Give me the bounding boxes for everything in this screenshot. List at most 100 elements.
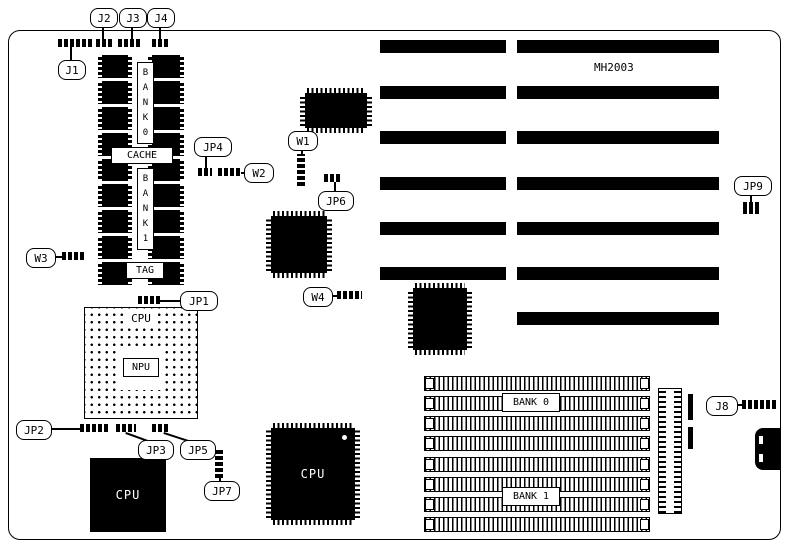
- dip-chip: [148, 158, 184, 182]
- cpu-chip-bottom-mid: CPU: [266, 423, 360, 525]
- pin1-marker-dot: [342, 435, 347, 440]
- leader-line-jp2: [50, 428, 80, 430]
- simm-socket: [424, 457, 650, 472]
- leader-line-j3: [131, 26, 133, 39]
- chip-pins: [415, 283, 465, 288]
- label-jp6: JP6: [318, 191, 354, 211]
- simm-bank0-label: BANK 0: [502, 393, 560, 412]
- connector-j8: [742, 400, 776, 409]
- dip-chip: [98, 210, 132, 234]
- connector-jp6: [324, 174, 342, 182]
- isa-slot-segment: [517, 312, 719, 325]
- npu-label: NPU: [123, 358, 159, 377]
- dip-chip: [148, 55, 184, 78]
- label-j1: J1: [58, 60, 86, 80]
- label-jp5: JP5: [180, 440, 216, 460]
- isa-slot-segment: [380, 267, 506, 280]
- dip-chip: [148, 236, 184, 260]
- connector-jp4: [198, 168, 212, 176]
- label-jp9: JP9: [734, 176, 772, 196]
- simm-socket: [424, 436, 650, 451]
- connector-w1: [297, 154, 305, 186]
- label-jp2: JP2: [16, 420, 52, 440]
- connector-jp7: [215, 450, 223, 478]
- chip-body: [271, 216, 327, 273]
- cpu-chip-text: CPU: [115, 488, 141, 502]
- simm-socket: [424, 416, 650, 431]
- tag-label: TAG: [126, 262, 164, 279]
- dip-chip: [98, 158, 132, 182]
- cache-label: CACHE: [111, 147, 173, 164]
- leader-line-jp9: [750, 194, 752, 202]
- chip-pins: [408, 290, 413, 348]
- simm-socket: [424, 376, 650, 391]
- chip-pins: [415, 350, 465, 355]
- dip-chip: [98, 55, 132, 78]
- cpu-socket-label: CPU: [126, 311, 156, 326]
- connector-j2: [96, 39, 112, 47]
- dip-chip: [98, 262, 132, 286]
- simm-socket: [424, 517, 650, 532]
- connector-jp9: [743, 202, 759, 214]
- label-j2: J2: [90, 8, 118, 28]
- connector-w4: [337, 291, 362, 299]
- leader-line-w2: [241, 172, 245, 174]
- label-w4: W4: [303, 287, 333, 307]
- chip-pins: [300, 95, 305, 126]
- leader-line-jp4: [205, 155, 207, 168]
- connector-w3: [62, 252, 84, 260]
- isa-slot-segment: [380, 131, 506, 144]
- isa-slot-segment: [380, 86, 506, 99]
- label-jp7: JP7: [204, 481, 240, 501]
- connector-jp5: [152, 424, 168, 432]
- chip-pins: [355, 430, 360, 518]
- chip-pins: [266, 218, 271, 271]
- label-jp3: JP3: [138, 440, 174, 460]
- label-w2: W2: [244, 163, 274, 183]
- chip-pins: [273, 520, 353, 525]
- leader-line-j4: [159, 26, 161, 39]
- label-j8: J8: [706, 396, 738, 416]
- board-outline: [8, 30, 781, 540]
- dip-chip: [98, 106, 132, 130]
- label-j4: J4: [147, 8, 175, 28]
- label-w1: W1: [288, 131, 318, 151]
- connector-jp3: [116, 424, 136, 432]
- leader-line-jp7: [219, 478, 221, 482]
- chip-pins: [467, 290, 472, 348]
- connector-jp2: [80, 424, 108, 432]
- qfp-chip-midright: [408, 283, 472, 355]
- dip-chip: [98, 236, 132, 260]
- small-component: [688, 394, 693, 420]
- qfp-chip-top: [300, 88, 372, 133]
- isa-slot-segment: [517, 86, 719, 99]
- isa-slot-segment: [380, 177, 506, 190]
- cache-bank1-label: B A N K 1: [137, 168, 154, 250]
- isa-slot-segment: [517, 131, 719, 144]
- chip-pins: [327, 218, 332, 271]
- leader-line-w1: [301, 149, 303, 154]
- connector-w2: [218, 168, 242, 176]
- dip-chip: [148, 106, 184, 130]
- leader-line-w3: [54, 256, 62, 258]
- label-jp4: JP4: [194, 137, 232, 157]
- cache-chip-column-right: [148, 55, 184, 286]
- isa-slot-segment: [380, 40, 506, 53]
- chip-pins: [307, 128, 365, 133]
- connector-j4: [152, 39, 168, 47]
- cache-bank0-label: B A N K 0: [137, 62, 154, 144]
- dip-chip: [148, 80, 184, 104]
- chip-pins: [273, 211, 325, 216]
- label-j3: J3: [119, 8, 147, 28]
- chip-pins: [273, 423, 353, 428]
- chip-body: [413, 288, 467, 350]
- dip-chip: [98, 80, 132, 104]
- isa-slot-segment: [517, 267, 719, 280]
- leader-line-jp6: [334, 182, 336, 191]
- isa-slot-segment: [517, 40, 719, 53]
- connector-j3: [118, 39, 142, 47]
- qfp-chip-midleft: [266, 211, 332, 278]
- leader-line-w4: [331, 295, 337, 297]
- chip-pins: [307, 88, 365, 93]
